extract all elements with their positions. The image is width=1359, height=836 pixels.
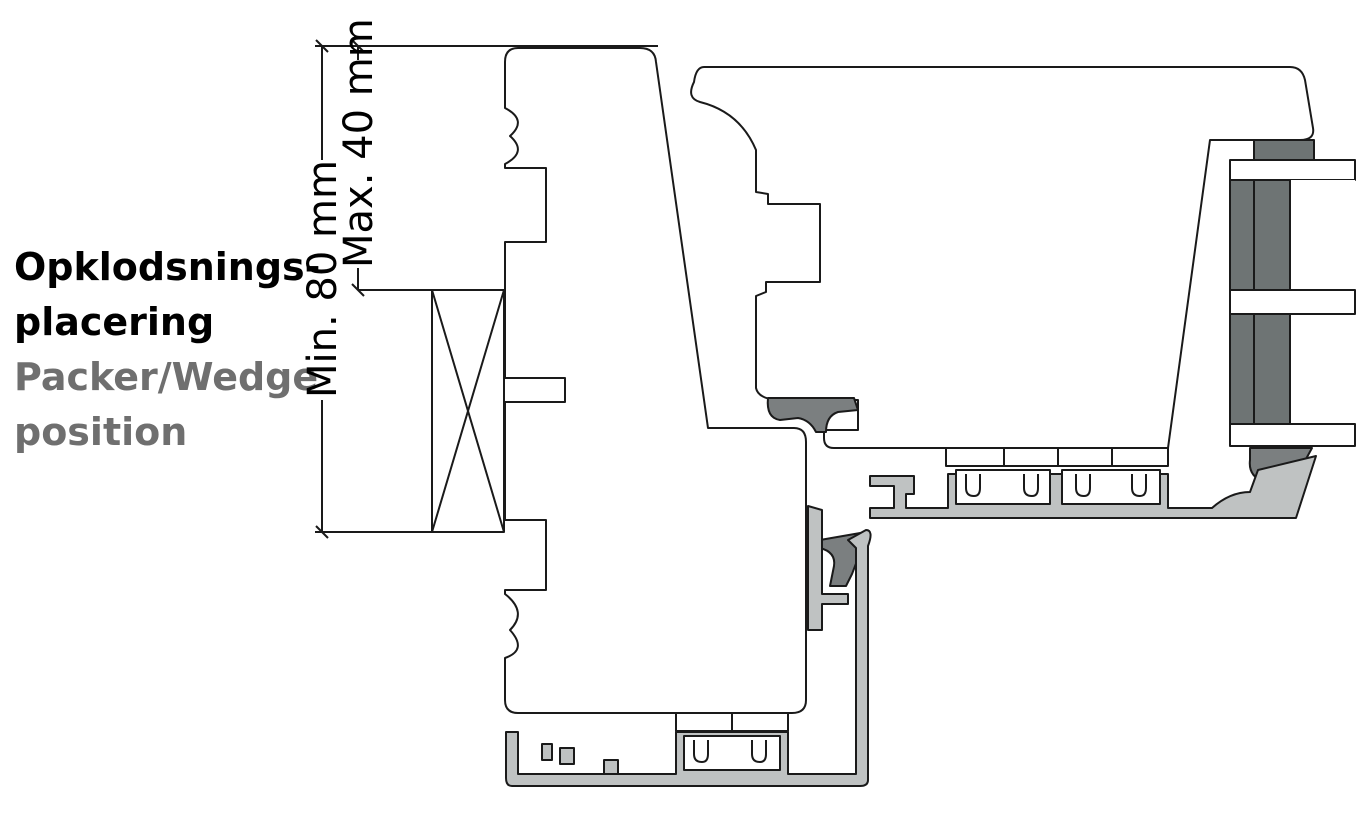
packer-label-danish-line1: Opklodsnings- <box>14 245 321 289</box>
packer-label-danish-line2: placering <box>14 300 215 344</box>
frame-profile <box>504 47 807 714</box>
frame-aluminium-cladding <box>505 529 872 787</box>
min-dimension-text: Min. 80 mm <box>300 160 346 398</box>
sash-gasket <box>766 397 859 433</box>
packer-label-english-line2: position <box>14 410 188 454</box>
sash-profile <box>690 66 1315 449</box>
glazing-unit <box>1229 139 1356 447</box>
dimension-lines <box>315 39 658 539</box>
frame-aluminium-inner <box>807 505 849 631</box>
packer-label-english-line1: Packer/Wedge <box>14 355 319 399</box>
max-dimension-text: Max. 40 mm <box>336 18 382 268</box>
packer-block <box>431 289 505 533</box>
